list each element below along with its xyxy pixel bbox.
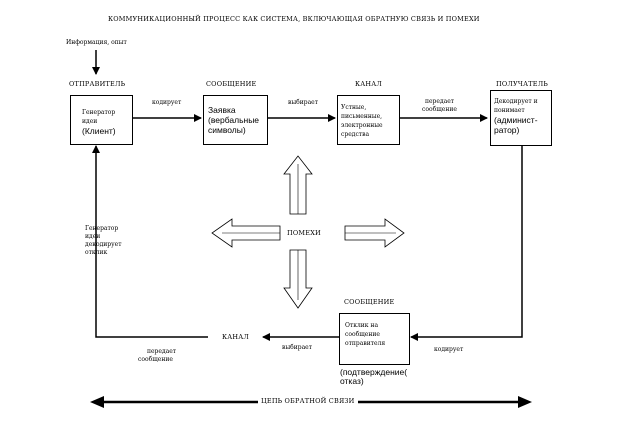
receiver-line4: ратор) [494,125,520,135]
feedback-sender-line4: отклик [85,249,108,256]
feedback-message-line4: (подтверждение( [340,367,408,377]
feedback-message-line2: сообщение [345,331,380,338]
feedback-label-transmits-2: сообщение [138,356,173,363]
label-transmits-1: передает [425,98,455,105]
channel-heading: КАНАЛ [355,80,382,88]
arrow-feedback-sender [92,145,208,338]
channel-line4: средства [341,131,370,138]
noise-label: ПОМЕХИ [287,229,321,237]
sender-line2: идеи [82,118,98,125]
diagram-title: КОММУНИКАЦИОННЫЙ ПРОЦЕСС КАК СИСТЕМА, ВК… [108,15,480,23]
arrow-receiver-feedback [410,146,523,341]
feedback-label-encodes: кодирует [434,346,464,353]
feedback-channel-label: КАНАЛ [222,333,249,341]
sender-box: Генератор идеи (Клиент) [70,95,133,145]
receiver-line3: (админист- [494,115,538,125]
feedback-label-chooses: выбирает [282,344,313,351]
message-line3: символы) [208,125,246,135]
receiver-box: Декодирует и понимает (админист- ратор) [490,90,552,146]
feedback-message-heading: СООБЩЕНИЕ [344,298,395,306]
feedback-label-transmits-1: передает [147,348,177,355]
feedback-sender-line1: Генератор [85,225,119,232]
sender-line3: (Клиент) [82,126,116,136]
sender-line1: Генератор [82,109,116,116]
message-box: Заявка (вербальные символы) [203,95,268,145]
label-chooses: выбирает [288,99,319,106]
message-heading: СООБЩЕНИЕ [206,80,257,88]
feedback-message-box: Отклик на сообщение отправителя [339,313,410,365]
receiver-line1: Декодирует и [494,98,538,105]
channel-line3: электронные [341,122,383,129]
feedback-chain-arrowhead-right [518,396,532,408]
feedback-message-line3: отправителя [345,340,386,347]
channel-box: Устные, письменные, электронные средства [337,95,400,145]
receiver-heading: ПОЛУЧАТЕЛЬ [496,80,548,88]
feedback-chain-label: ЦЕПЬ ОБРАТНОЙ СВЯЗИ [258,397,358,406]
channel-line2: письменные, [341,113,383,120]
message-line2: (вербальные [208,115,260,125]
label-transmits-2: сообщение [422,106,457,113]
label-encodes: кодирует [152,99,182,106]
receiver-line2: понимает [494,107,525,114]
feedback-message-line1: Отклик на [345,322,379,329]
feedback-chain-arrowhead-left [90,396,104,408]
channel-line1: Устные, [341,104,367,111]
feedback-message-line5: отказ) [340,376,364,386]
message-line1: Заявка [208,105,236,115]
input-label: Информация, опыт [66,39,127,46]
feedback-sender-line3: декодирует [85,241,122,248]
sender-heading: ОТПРАВИТЕЛЬ [69,80,126,88]
feedback-sender-line2: идеи [85,233,101,240]
